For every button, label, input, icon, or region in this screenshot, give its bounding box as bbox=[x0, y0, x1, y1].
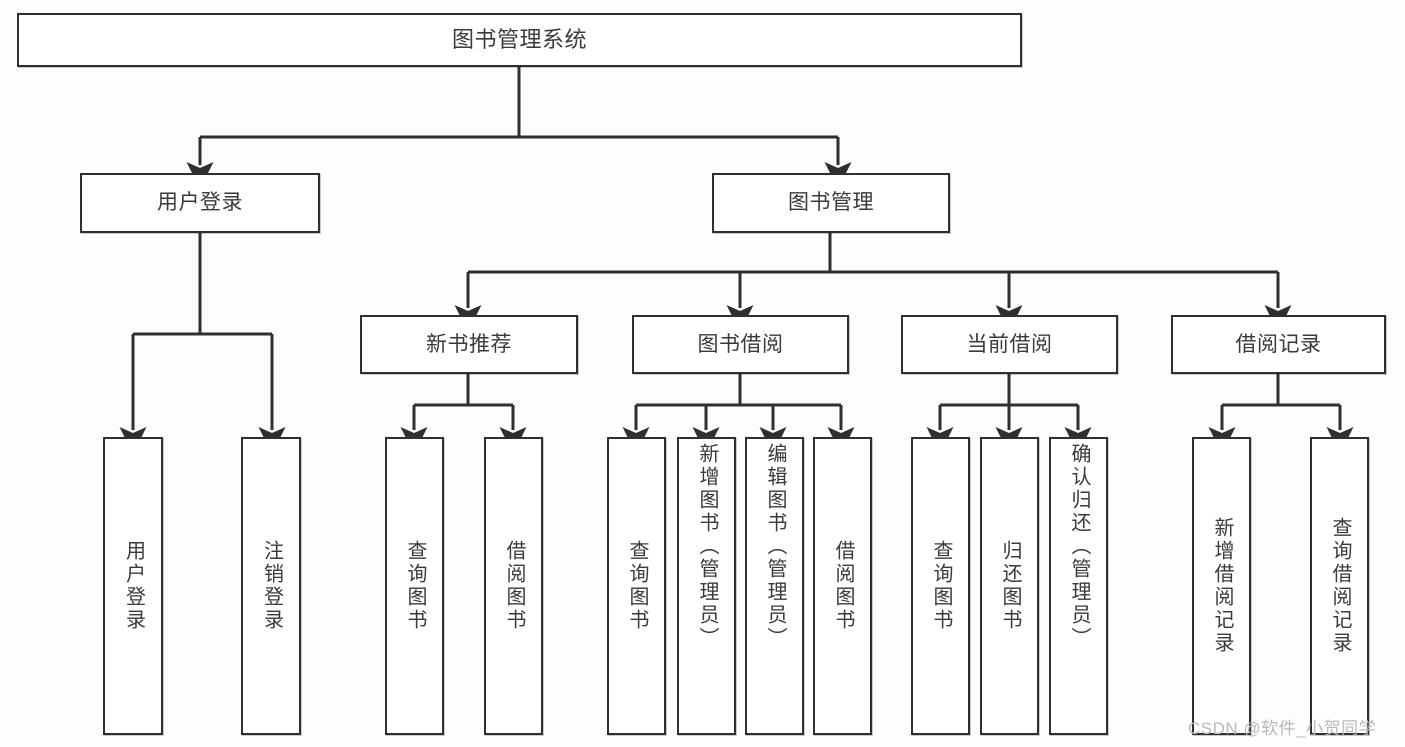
leaf-borrow-book[interactable]: 借阅图书 bbox=[813, 437, 872, 735]
leaf-query-book-recommend[interactable]: 查询图书 bbox=[385, 437, 444, 735]
node-label: 查询借阅记录 bbox=[1329, 517, 1351, 655]
node-label: 当前借阅 bbox=[966, 332, 1053, 356]
node-root-system[interactable]: 图书管理系统 bbox=[17, 13, 1022, 67]
node-label: 图书管理系统 bbox=[451, 26, 587, 52]
leaf-return-book[interactable]: 归还图书 bbox=[980, 437, 1039, 735]
node-new-book-recommend[interactable]: 新书推荐 bbox=[360, 315, 578, 374]
node-label: 借阅图书 bbox=[832, 540, 854, 632]
leaf-query-borrow-record[interactable]: 查询借阅记录 bbox=[1310, 437, 1369, 735]
node-label: 确认归还（管理员） bbox=[1068, 443, 1090, 650]
node-label: 借阅图书 bbox=[503, 540, 525, 632]
node-label: 新书推荐 bbox=[426, 332, 512, 356]
leaf-query-book-current[interactable]: 查询图书 bbox=[911, 437, 970, 735]
node-label: 查询图书 bbox=[930, 540, 952, 632]
leaf-add-borrow-record[interactable]: 新增借阅记录 bbox=[1192, 437, 1251, 735]
leaf-add-book-admin[interactable]: 新增图书（管理员） bbox=[677, 437, 736, 735]
node-label: 借阅记录 bbox=[1235, 332, 1322, 356]
node-label: 查询图书 bbox=[626, 540, 648, 632]
node-label: 注销登录 bbox=[260, 540, 283, 632]
node-book-borrow[interactable]: 图书借阅 bbox=[632, 315, 849, 374]
node-book-management[interactable]: 图书管理 bbox=[712, 173, 950, 233]
csdn-watermark: CSDN @软件_小贺同学 bbox=[1188, 719, 1377, 738]
node-label: 新增借阅记录 bbox=[1211, 517, 1233, 655]
node-label: 编辑图书（管理员） bbox=[764, 443, 786, 650]
leaf-user-login[interactable]: 用户登录 bbox=[103, 437, 163, 735]
node-label: 用户登录 bbox=[157, 191, 243, 215]
node-label: 归还图书 bbox=[999, 540, 1021, 632]
node-label: 查询图书 bbox=[404, 540, 426, 632]
leaf-edit-book-admin[interactable]: 编辑图书（管理员） bbox=[745, 437, 804, 735]
leaf-confirm-return-admin[interactable]: 确认归还（管理员） bbox=[1049, 437, 1108, 735]
leaf-borrow-book-recommend[interactable]: 借阅图书 bbox=[484, 437, 543, 735]
node-label: 新增图书（管理员） bbox=[696, 443, 718, 650]
node-label: 图书借阅 bbox=[697, 332, 784, 356]
node-user-login[interactable]: 用户登录 bbox=[80, 173, 320, 233]
node-label: 图书管理 bbox=[788, 191, 874, 215]
leaf-logout[interactable]: 注销登录 bbox=[241, 437, 301, 735]
leaf-query-book-borrow[interactable]: 查询图书 bbox=[607, 437, 666, 735]
node-borrow-record[interactable]: 借阅记录 bbox=[1171, 315, 1386, 374]
node-current-borrow[interactable]: 当前借阅 bbox=[901, 315, 1118, 374]
node-label: 用户登录 bbox=[122, 540, 145, 632]
